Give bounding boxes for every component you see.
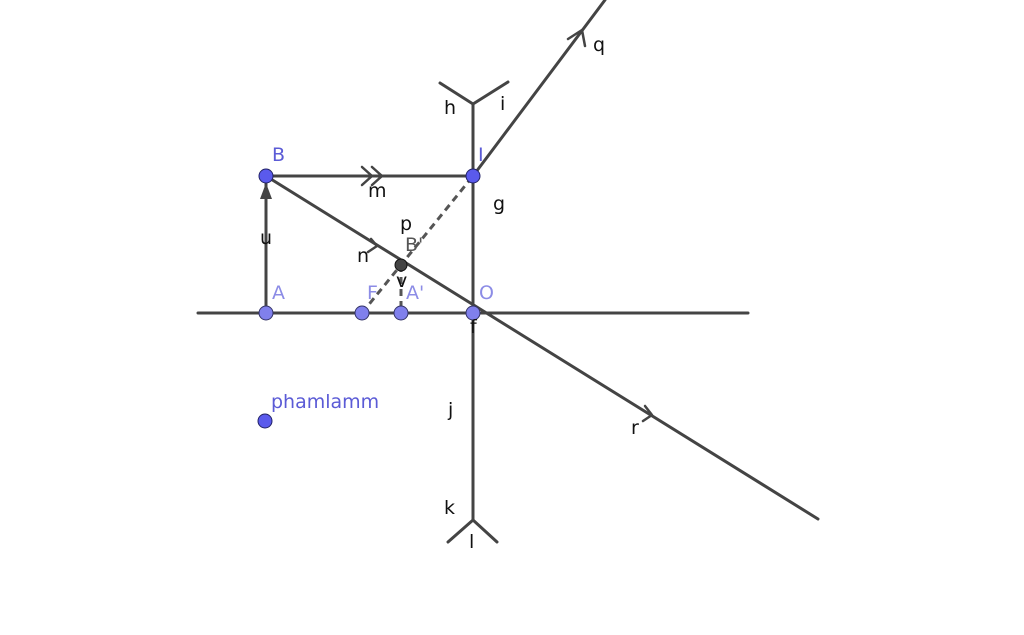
label-line-q: q xyxy=(593,34,605,56)
label-line-p: p xyxy=(400,213,412,235)
label-line-r: r xyxy=(631,417,639,439)
label-point-a: A xyxy=(272,282,285,304)
label-line-n: n xyxy=(357,245,369,267)
point-o[interactable] xyxy=(465,305,481,321)
label-point-b-prime: B' xyxy=(405,234,423,256)
point-f[interactable] xyxy=(354,305,370,321)
ray-bi-double-arrow xyxy=(360,165,374,187)
ray-r-arrow xyxy=(641,404,654,423)
label-point-b: B xyxy=(272,144,285,166)
label-line-i: i xyxy=(500,93,505,115)
point-b-prime[interactable] xyxy=(394,258,408,272)
label-point-free: phamlamm xyxy=(271,391,379,413)
ray-p-extension xyxy=(360,175,475,314)
object-arrowhead xyxy=(260,183,272,199)
label-line-f: f xyxy=(470,316,478,338)
ray-bo xyxy=(264,174,820,521)
label-line-m: m xyxy=(368,180,387,202)
label-line-v: v xyxy=(396,270,407,292)
point-a-prime[interactable] xyxy=(393,305,409,321)
point-free[interactable] xyxy=(257,413,273,429)
point-b[interactable] xyxy=(258,168,274,184)
label-point-o: O xyxy=(479,282,494,304)
label-line-u: u xyxy=(260,227,272,249)
label-point-i: I xyxy=(478,144,484,166)
label-line-l: l xyxy=(469,531,474,553)
label-line-j: j xyxy=(447,399,453,421)
label-point-a-prime: A' xyxy=(406,282,424,304)
label-line-h: h xyxy=(444,97,456,119)
lens-top-v xyxy=(438,80,510,106)
lens-bottom-v xyxy=(446,517,499,544)
point-i[interactable] xyxy=(465,168,481,184)
ray-bi-double-arrow-2 xyxy=(370,165,384,187)
point-a[interactable] xyxy=(258,305,274,321)
ray-q xyxy=(471,0,607,178)
label-line-g: g xyxy=(493,193,505,215)
ray-n-arrow xyxy=(366,237,379,254)
label-point-f: F xyxy=(367,282,378,304)
label-line-k: k xyxy=(444,497,455,519)
ray-q-arrow xyxy=(566,28,587,48)
